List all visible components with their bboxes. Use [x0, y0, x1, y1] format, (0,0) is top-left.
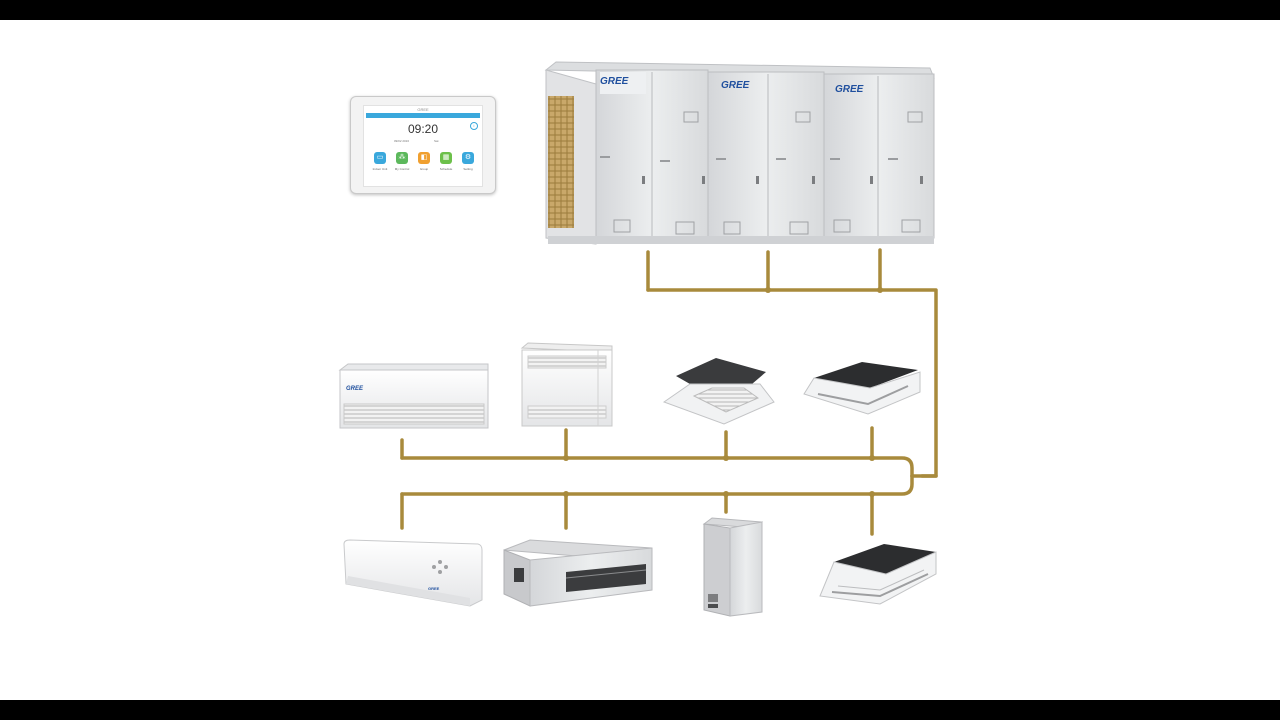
controller-date: 09/02 2016 — [394, 139, 410, 143]
indoor-unit-icon: ▭ — [374, 152, 386, 164]
touch-controller: GREE i 09:20 09/02 2016 Sat ▭ Indoor Uni… — [350, 96, 496, 194]
app-my-control[interactable]: ⁂ My Control — [394, 152, 410, 171]
outdoor-brand-label-1: GREE — [600, 76, 629, 87]
my-control-icon: ⁂ — [396, 152, 408, 164]
app-schedule[interactable]: ▦ Schedule — [438, 152, 454, 171]
info-icon: i — [470, 122, 478, 130]
controller-app-grid: ▭ Indoor Unit ⁂ My Control ◧ Group ▦ Sch… — [372, 152, 476, 171]
outdoor-brand-label-3: GREE — [835, 84, 864, 95]
one-way-cassette-1 — [803, 362, 921, 415]
pipe-joint — [723, 491, 729, 497]
ceiling-floor-unit: GREE — [338, 363, 489, 429]
app-group[interactable]: ◧ Group — [416, 152, 432, 171]
controller-screen: GREE i 09:20 09/02 2016 Sat ▭ Indoor Uni… — [363, 105, 483, 187]
ducted-unit — [503, 539, 653, 607]
wall-mounted-split: GREE — [343, 539, 483, 607]
row2-header — [400, 474, 914, 496]
app-label: Schedule — [439, 167, 453, 171]
air-handler — [702, 517, 764, 617]
controller-header-bar — [366, 113, 480, 118]
app-label: My Control — [394, 167, 410, 171]
controller-brand: GREE — [417, 107, 429, 112]
outdoor-brand-label-2: GREE — [721, 80, 750, 91]
app-indoor-unit[interactable]: ▭ Indoor Unit — [372, 152, 388, 171]
pipe-joint — [869, 455, 875, 461]
pipe-joint — [869, 491, 875, 497]
bottom-letterbox-bar — [0, 700, 1280, 720]
app-label: Group — [419, 167, 429, 171]
pipe-joint — [563, 491, 569, 497]
pipe-joint — [765, 287, 771, 293]
console-unit — [520, 342, 613, 427]
outdoor-vrf-unit: GREE GREE GREE — [544, 61, 935, 245]
outdoor-module-3 — [823, 73, 935, 239]
pipe-joint — [877, 287, 883, 293]
four-way-cassette — [662, 358, 775, 425]
pipe-joint — [563, 455, 569, 461]
setting-icon: ⚙ — [462, 152, 474, 164]
one-way-cassette-2 — [819, 544, 937, 605]
refrigerant-piping — [400, 248, 938, 536]
app-label: Indoor Unit — [372, 167, 388, 171]
outdoor-module-2 — [707, 71, 825, 241]
condenser-coil — [548, 96, 574, 228]
row1-header — [400, 456, 914, 478]
controller-time: 09:20 — [407, 122, 439, 136]
app-label: Setting — [463, 167, 473, 171]
group-icon: ◧ — [418, 152, 430, 164]
wall-unit-brand: GREE — [428, 586, 440, 591]
ceiling-floor-brand: GREE — [346, 386, 364, 392]
controller-day: Sat — [434, 139, 439, 143]
pipe-joint — [723, 455, 729, 461]
schedule-icon: ▦ — [440, 152, 452, 164]
app-setting[interactable]: ⚙ Setting — [460, 152, 476, 171]
top-letterbox-bar — [0, 0, 1280, 20]
